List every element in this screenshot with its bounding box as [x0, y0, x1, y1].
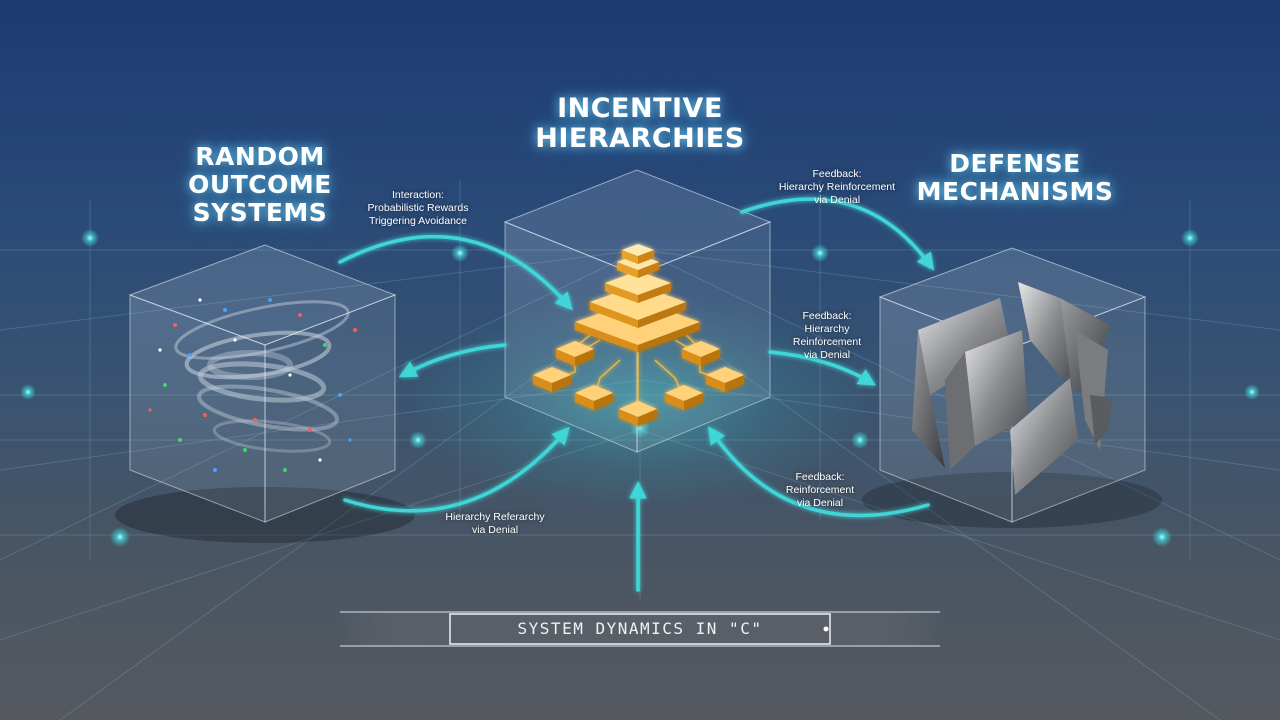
- arrow-feedback-mid: [768, 350, 877, 386]
- label-feedback-top: Feedback: Hierarchy Reinforcement via De…: [778, 168, 896, 207]
- arrow-left-to-center: [343, 426, 570, 513]
- label-interaction: Interaction: Probabilistic Rewards Trigg…: [367, 189, 469, 228]
- label-feedback-low: Feedback: Reinforcement via Denial: [785, 471, 855, 510]
- banner-frame: [340, 611, 940, 647]
- hierarchy-nodes: [533, 341, 744, 426]
- pyramid: [575, 244, 700, 352]
- flow-arrows: [338, 197, 935, 592]
- label-feedback-mid: Feedback: Hierarchy Reinforcement via De…: [792, 310, 862, 362]
- title-random-outcome-systems: RANDOM OUTCOME SYSTEMS: [188, 142, 332, 227]
- title-defense-mechanisms: DEFENSE MECHANISMS: [916, 149, 1114, 206]
- vortex: [174, 300, 350, 453]
- defense-cube: [862, 247, 1162, 528]
- random-particles: [148, 298, 357, 472]
- arrow-feedback-top: [740, 197, 935, 271]
- metal-shards: [912, 282, 1112, 495]
- banner: SYSTEM DYNAMICS IN "C": [340, 612, 940, 646]
- label-bottom-left: Hierarchy Referarchy via Denial: [445, 511, 545, 537]
- banner-title: SYSTEM DYNAMICS IN "C": [517, 619, 763, 638]
- title-incentive-hierarchies: INCENTIVE HIERARCHIES: [535, 93, 745, 155]
- incentive-cube: [503, 169, 772, 453]
- arrow-center-to-left: [398, 343, 507, 378]
- arrow-interaction: [338, 235, 573, 311]
- arrow-feedback-low: [708, 426, 930, 518]
- random-outcome-cube: [115, 244, 415, 543]
- grid-nodes: [20, 229, 1260, 547]
